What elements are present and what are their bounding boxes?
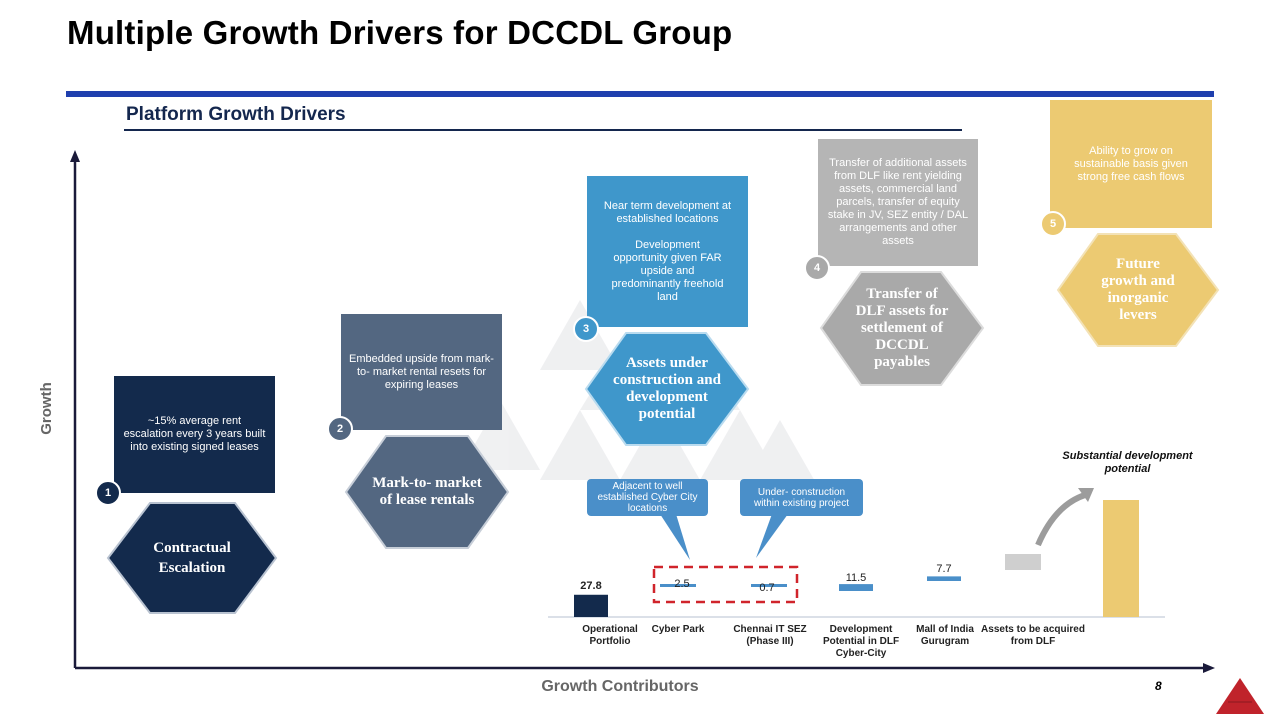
- value-label: 11.5: [845, 572, 867, 584]
- driver-1-hexagon: Contractual Escalation: [108, 503, 276, 613]
- callout-pointer-1: [660, 514, 690, 560]
- driver-3-description-1: Near term development at established loc…: [603, 199, 732, 225]
- driver-3-hexagon: Assets under construction and developmen…: [586, 333, 748, 445]
- driver-2-description-box: Embedded upside from mark-to- market ren…: [341, 314, 502, 430]
- bar-future-potential: [1103, 500, 1139, 617]
- driver-3-badge: 3: [573, 316, 599, 342]
- y-axis-arrowhead: [70, 150, 80, 162]
- driver-3-description-2: Development opportunity given FAR upside…: [611, 238, 724, 303]
- value-label: 7.7: [936, 563, 952, 575]
- category-label: Development Potential in DLF Cyber-City: [822, 624, 900, 659]
- bar-cyber-park: [660, 584, 696, 587]
- highlight-dashed-box: [652, 565, 799, 604]
- bg-triangle: [700, 410, 780, 480]
- driver-4-hexagon: Transfer of DLF assets for settlement of…: [821, 272, 983, 385]
- x-axis-title: Growth Contributors: [541, 678, 699, 695]
- category-label: Cyber Park: [651, 624, 705, 635]
- callout-cyber-park: Adjacent to well established Cyber City …: [587, 479, 708, 516]
- driver-2-description: Embedded upside from mark-to- market ren…: [349, 352, 494, 391]
- callout-chennai-text: Under- construction within existing proj…: [753, 486, 850, 509]
- title-rule: [66, 91, 1214, 97]
- hexagon-1-shape: [106, 502, 278, 614]
- growth-arrowhead: [1078, 488, 1094, 502]
- bar-chennai-it-sez: [751, 584, 787, 587]
- x-axis-arrowhead: [1203, 663, 1215, 673]
- value-label: 2.5: [674, 578, 690, 590]
- bar-group: [574, 500, 1139, 617]
- page-number: 8: [1155, 679, 1162, 693]
- driver-2-badge: 2: [327, 416, 353, 442]
- bar-operational-portfolio: [574, 594, 608, 617]
- subtitle-underline: [124, 129, 962, 131]
- driver-1-description-box: ~15% average rent escalation every 3 yea…: [114, 376, 275, 493]
- value-label: 27.8: [580, 580, 602, 592]
- driver-5-hexagon: Future growth and inorganic levers: [1058, 234, 1218, 346]
- driver-4-description-box: Transfer of additional assets from DLF l…: [818, 139, 978, 266]
- hexagon-4-shape: [819, 271, 985, 386]
- driver-1-description: ~15% average rent escalation every 3 yea…: [123, 415, 266, 453]
- hexagon-2-shape: [344, 435, 510, 549]
- driver-5-description-box: Ability to grow on sustainable basis giv…: [1050, 100, 1212, 228]
- y-axis-title: Growth: [37, 382, 55, 435]
- driver-4-description: Transfer of additional assets from DLF l…: [827, 157, 969, 247]
- category-label: Operational Portfolio: [582, 624, 638, 647]
- driver-4-badge: 4: [804, 255, 830, 281]
- driver-1-badge: 1: [95, 480, 121, 506]
- driver-3-hexagon-label: Assets under construction and developmen…: [613, 355, 721, 422]
- chart-annotation: Substantial development potential: [1062, 450, 1193, 475]
- driver-5-hexagon-label: Future growth and inorganic levers: [1101, 256, 1175, 323]
- driver-5-description: Ability to grow on sustainable basis giv…: [1074, 144, 1188, 183]
- bar-assets-from-dlf: [1005, 554, 1041, 570]
- value-label: 0.7: [759, 582, 775, 594]
- bar-mall-of-india: [927, 576, 961, 581]
- growth-curved-arrow: [1035, 492, 1087, 547]
- bg-triangle: [540, 410, 620, 480]
- callout-pointer-2: [756, 514, 788, 558]
- page-title: Multiple Growth Drivers for DCCDL Group: [67, 14, 733, 51]
- logo-triangle-shape: [1216, 678, 1264, 714]
- hexagon-5-shape: [1056, 233, 1220, 347]
- category-label: Chennai IT SEZ (Phase III): [733, 624, 807, 647]
- bar-development-potential: [839, 584, 873, 591]
- driver-5-badge: 5: [1040, 211, 1066, 237]
- bg-triangle: [740, 420, 820, 490]
- driver-2-hexagon-label: Mark-to- market of lease rentals: [372, 475, 482, 508]
- brand-logo-triangle: [1216, 678, 1264, 714]
- category-label: Mall of India Gurugram: [916, 624, 974, 647]
- driver-2-hexagon: Mark-to- market of lease rentals: [346, 436, 508, 548]
- driver-1-hexagon-label: Contractual Escalation: [153, 540, 231, 576]
- callout-cyber-park-text: Adjacent to well established Cyber City …: [597, 481, 698, 514]
- callout-chennai: Under- construction within existing proj…: [740, 479, 863, 516]
- hexagon-3-shape: [584, 332, 750, 446]
- section-subtitle: Platform Growth Drivers: [126, 104, 346, 125]
- driver-3-description-box: Near term development at established loc…: [587, 176, 748, 327]
- driver-4-hexagon-label: Transfer of DLF assets for settlement of…: [855, 286, 949, 370]
- category-label: Assets to be acquired from DLF: [981, 624, 1085, 647]
